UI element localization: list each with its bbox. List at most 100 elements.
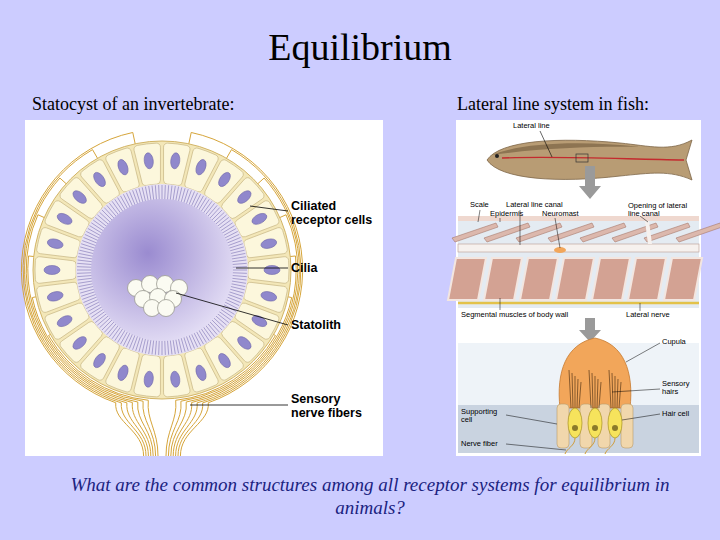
cilium	[100, 318, 111, 328]
cilium	[213, 212, 224, 222]
cilium	[107, 205, 117, 216]
cilium	[102, 319, 113, 330]
slide-caption: What are the common structures among all…	[70, 474, 670, 520]
part-label: Opening of lateral line canal	[628, 202, 696, 219]
cilium	[77, 272, 92, 274]
muscle-segment	[628, 258, 666, 300]
cell-nucleus	[235, 334, 253, 351]
lateral-line-canal	[458, 244, 699, 252]
cilium	[86, 231, 99, 238]
receptor-cell	[37, 282, 80, 312]
sensory-hair	[569, 370, 571, 408]
cupula	[559, 338, 631, 408]
cross-section	[448, 216, 720, 308]
cell-nucleus	[91, 170, 107, 188]
cilium	[112, 327, 121, 339]
cilium	[115, 199, 123, 211]
cilium	[97, 315, 108, 325]
sensory-hair	[597, 379, 598, 408]
hair-cell	[588, 408, 602, 438]
sensory-hair	[589, 370, 591, 408]
cilium	[77, 270, 92, 271]
cilium	[189, 335, 195, 349]
statoliths	[128, 276, 188, 317]
cell-nucleus	[116, 364, 130, 382]
cilium	[186, 190, 191, 204]
muscle-segment	[664, 258, 702, 300]
cell-nucleus	[71, 334, 89, 351]
statolith	[158, 300, 175, 317]
cilium	[102, 210, 113, 221]
part-label: Cilia	[291, 261, 381, 275]
cell-nucleus	[235, 188, 253, 205]
muscle-segment	[484, 258, 522, 300]
cilium	[222, 226, 235, 234]
cilium	[181, 337, 185, 351]
cilium	[196, 331, 203, 344]
receptor-cells	[35, 143, 289, 397]
leader-line	[236, 268, 288, 269]
panel-heading: Lateral line system in fish:	[457, 94, 719, 114]
cilium	[232, 260, 247, 262]
cell-nucleus	[194, 158, 208, 176]
zoom-box	[576, 154, 588, 162]
cilium	[126, 193, 132, 207]
cilium	[170, 340, 172, 355]
cell-nucleus	[216, 170, 232, 188]
cilium	[95, 217, 107, 226]
cilium	[215, 315, 226, 325]
right-panel	[456, 120, 701, 456]
sensory-hair	[595, 376, 596, 408]
cilium	[217, 313, 229, 322]
leader-line	[640, 303, 641, 311]
cilium	[120, 331, 127, 344]
receptor-cell	[244, 228, 287, 258]
supporting-cell	[621, 404, 633, 448]
muscle-segment	[520, 258, 558, 300]
cilium	[162, 185, 163, 200]
cilium	[155, 185, 156, 200]
receptor-cell	[164, 355, 190, 397]
hair-cell-nucleus	[572, 425, 578, 431]
cilium	[220, 223, 232, 231]
statocyst	[21, 132, 302, 456]
cilium	[228, 294, 242, 299]
cilium	[109, 325, 118, 337]
cilium	[223, 304, 236, 311]
cilium	[82, 241, 96, 246]
leader-line	[500, 218, 501, 222]
cilium	[158, 340, 160, 355]
cell-nucleus	[55, 211, 73, 226]
cilium	[232, 272, 247, 274]
cilium	[85, 234, 99, 240]
cell-nucleus	[71, 188, 89, 205]
cilium	[213, 318, 224, 328]
cilium	[191, 334, 197, 348]
lumen	[91, 199, 233, 341]
cilium	[90, 226, 103, 234]
nerve-ending	[565, 438, 575, 454]
cell-nucleus	[250, 211, 268, 226]
cell-nucleus	[143, 371, 154, 388]
cilium	[118, 198, 126, 211]
cilium	[224, 231, 237, 238]
part-label: Cupula	[662, 338, 700, 346]
cilium	[196, 196, 203, 209]
cilium	[152, 186, 154, 201]
cilium	[215, 215, 226, 225]
cilium	[95, 313, 107, 322]
muscle-segment	[556, 258, 594, 300]
part-label: Supporting cell	[461, 408, 505, 425]
cilium	[231, 281, 246, 283]
outer-ring	[33, 141, 291, 399]
leader-line	[478, 210, 480, 222]
cilium	[86, 302, 99, 309]
cilium	[145, 339, 148, 354]
cilium	[79, 253, 94, 256]
cilium	[232, 263, 247, 264]
cilium	[112, 201, 121, 213]
neuromast-detail	[458, 338, 699, 454]
cell-nucleus	[91, 351, 107, 369]
cilium	[77, 275, 92, 276]
part-label: Lateral nerve	[626, 311, 686, 319]
